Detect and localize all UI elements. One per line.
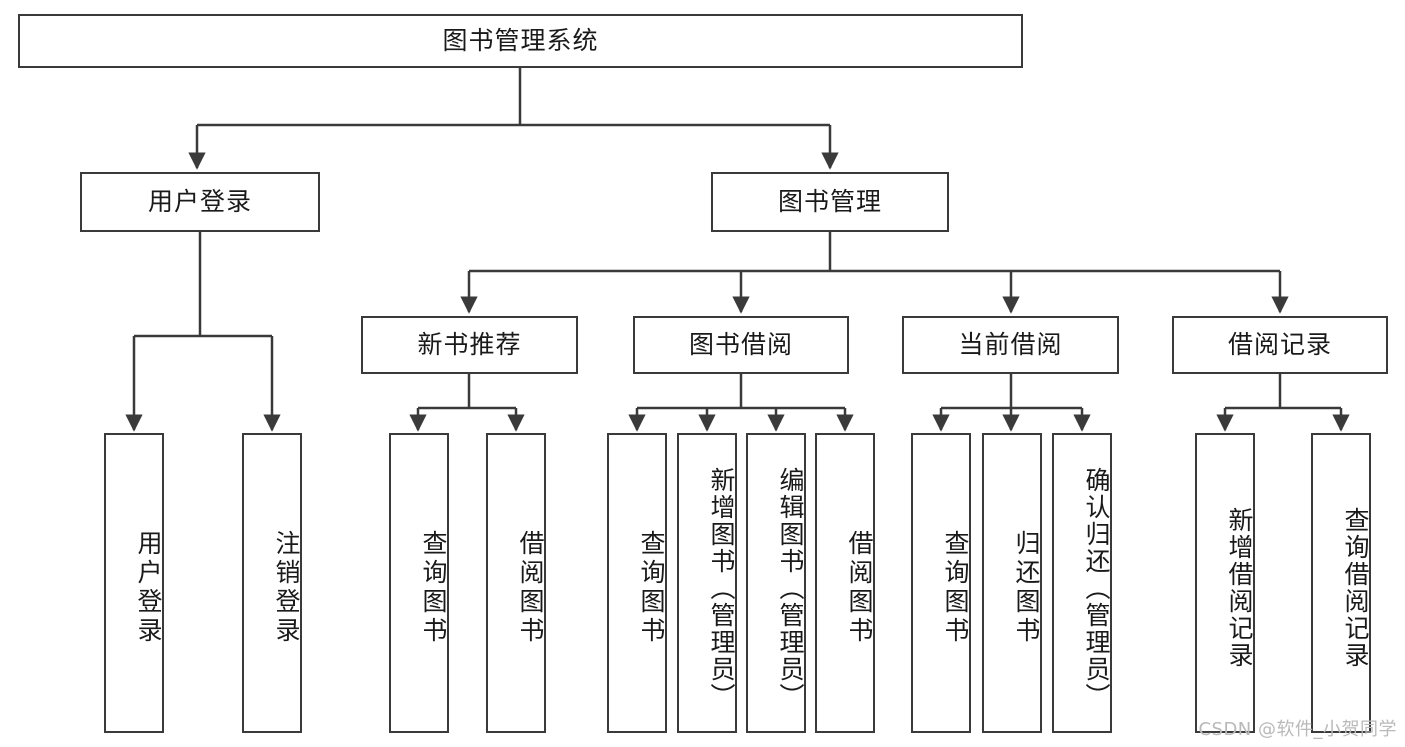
node-leaf-return-book[interactable]: 归还图书 — [982, 433, 1042, 733]
node-leaf-logout[interactable]: 注销登录 — [242, 433, 302, 733]
node-leaf-user-login-label: 用户登录 — [134, 530, 163, 646]
node-current-borrow[interactable]: 当前借阅 — [902, 316, 1119, 374]
node-leaf-query-book-2-label: 查询图书 — [637, 530, 666, 646]
node-root[interactable]: 图书管理系统 — [18, 14, 1023, 68]
node-leaf-logout-label: 注销登录 — [272, 530, 301, 646]
node-leaf-confirm-return-label: 确认归还（管理员） — [1082, 466, 1111, 710]
node-leaf-borrow-book-2-label: 借阅图书 — [845, 530, 874, 646]
node-book-borrow[interactable]: 图书借阅 — [633, 316, 849, 374]
node-new-book-recommend[interactable]: 新书推荐 — [361, 316, 578, 374]
node-leaf-add-book-label: 新增图书（管理员） — [707, 466, 736, 710]
node-leaf-add-record-label: 新增借阅记录 — [1225, 507, 1254, 669]
node-leaf-query-record[interactable]: 查询借阅记录 — [1311, 433, 1371, 733]
node-user-login-label: 用户登录 — [147, 187, 252, 217]
node-leaf-borrow-book-2[interactable]: 借阅图书 — [815, 433, 875, 733]
node-leaf-edit-book[interactable]: 编辑图书（管理员） — [746, 433, 806, 733]
node-root-label: 图书管理系统 — [442, 26, 599, 56]
node-book-management[interactable]: 图书管理 — [711, 172, 949, 232]
node-leaf-query-book-3-label: 查询图书 — [941, 530, 970, 646]
node-leaf-query-record-label: 查询借阅记录 — [1341, 507, 1370, 669]
node-leaf-edit-book-label: 编辑图书（管理员） — [776, 466, 805, 710]
node-leaf-borrow-book-1-label: 借阅图书 — [516, 530, 545, 646]
node-leaf-add-record[interactable]: 新增借阅记录 — [1195, 433, 1255, 733]
node-leaf-confirm-return[interactable]: 确认归还（管理员） — [1052, 433, 1112, 733]
node-borrow-record-label: 借阅记录 — [1227, 330, 1332, 360]
node-leaf-user-login[interactable]: 用户登录 — [104, 433, 164, 733]
node-leaf-query-book-1[interactable]: 查询图书 — [389, 433, 449, 733]
watermark: CSDN @软件_小贺同学 — [1198, 719, 1397, 740]
node-leaf-add-book[interactable]: 新增图书（管理员） — [677, 433, 737, 733]
node-leaf-borrow-book-1[interactable]: 借阅图书 — [486, 433, 546, 733]
node-book-borrow-label: 图书借阅 — [688, 330, 793, 360]
node-new-book-recommend-label: 新书推荐 — [417, 330, 522, 360]
node-current-borrow-label: 当前借阅 — [958, 330, 1063, 360]
node-user-login[interactable]: 用户登录 — [80, 172, 320, 232]
node-borrow-record[interactable]: 借阅记录 — [1172, 316, 1388, 374]
node-book-management-label: 图书管理 — [777, 187, 882, 217]
node-leaf-query-book-3[interactable]: 查询图书 — [911, 433, 971, 733]
node-leaf-query-book-1-label: 查询图书 — [419, 530, 448, 646]
node-leaf-query-book-2[interactable]: 查询图书 — [607, 433, 667, 733]
node-leaf-return-book-label: 归还图书 — [1012, 530, 1041, 646]
